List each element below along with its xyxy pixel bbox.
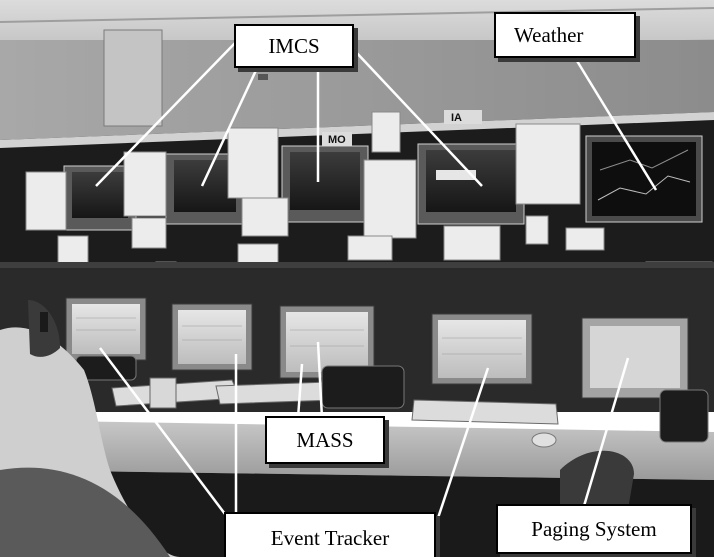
lower-monitors <box>65 297 689 399</box>
leader-lines <box>95 41 658 519</box>
wall-door <box>103 29 163 127</box>
station-signs: IA MO <box>322 110 482 146</box>
imcs-callout: IMCS <box>234 24 354 68</box>
operator <box>0 300 180 557</box>
event-tracker-label: Event Tracker <box>270 525 390 550</box>
station-sign-1: IA <box>451 112 462 124</box>
event-tracker-callout: Event Tracker <box>224 512 436 557</box>
mass-callout: MASS <box>265 416 385 464</box>
mug <box>149 377 177 409</box>
paging-system-callout: Paging System <box>496 504 692 554</box>
mouse <box>531 432 557 448</box>
posted-notes <box>25 111 713 327</box>
weather-callout: Weather <box>494 12 636 58</box>
station-sign-2: MO <box>328 134 346 146</box>
mass-label: MASS <box>296 427 354 452</box>
paging-system-label: Paging System <box>531 516 657 541</box>
upper-monitors <box>63 135 703 231</box>
weather-label: Weather <box>514 22 584 47</box>
imcs-label: IMCS <box>268 33 320 58</box>
